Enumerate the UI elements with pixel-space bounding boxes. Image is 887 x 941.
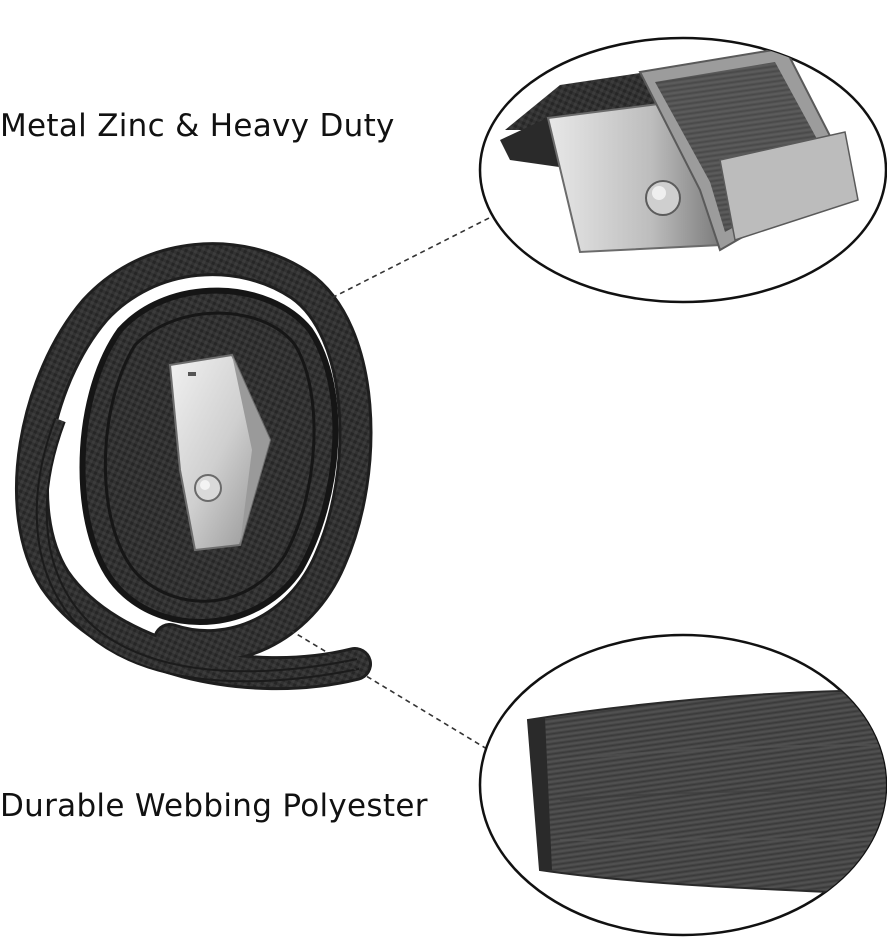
- bottom-connector-line: [289, 629, 493, 753]
- buckle-on-coil: [168, 353, 272, 552]
- buckle-closeup-callout: [478, 36, 887, 304]
- webbing-closeup-callout: [478, 633, 887, 937]
- webbing-polyester-label: Durable Webbing Polyester: [0, 788, 428, 824]
- metal-zinc-label: Metal Zinc & Heavy Duty: [0, 108, 395, 144]
- coiled-strap: [15, 242, 373, 691]
- top-connector-line: [307, 214, 496, 311]
